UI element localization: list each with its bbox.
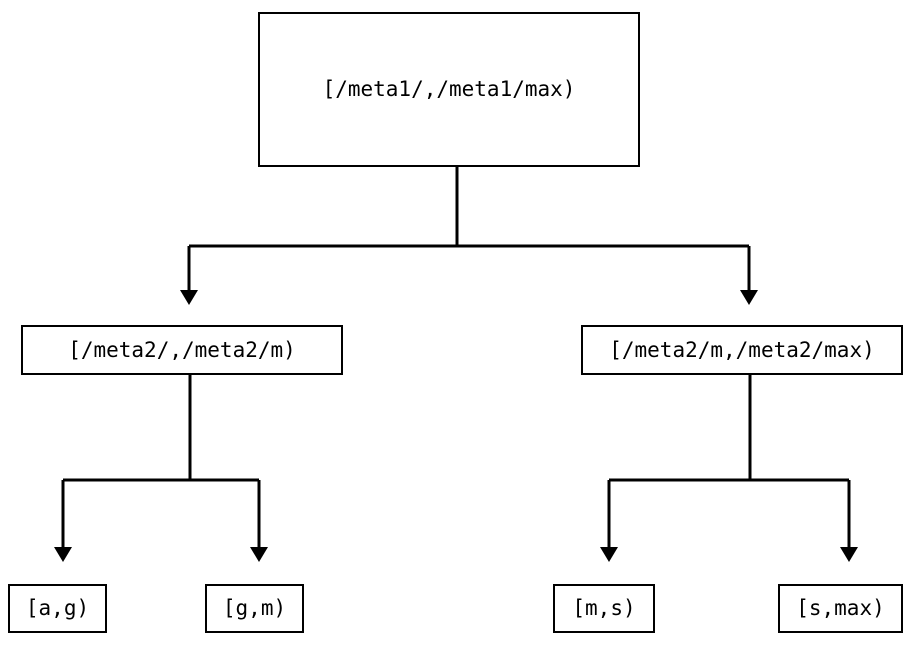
node-leaf-m-s-label: [m,s) — [572, 596, 636, 620]
node-leaf-s-max-label: [s,max) — [796, 596, 885, 620]
edge-mid-right-to-leaves — [600, 375, 858, 562]
arrow-head-leaf-g-m — [250, 547, 268, 562]
arrow-head-leaf-s-max — [840, 547, 858, 562]
node-leaf-a-g[interactable]: [a,g) — [8, 584, 107, 633]
node-root[interactable]: [/meta1/,/meta1/max) — [258, 12, 640, 167]
arrow-head-leaf-m-s — [600, 547, 618, 562]
node-leaf-s-max[interactable]: [s,max) — [778, 584, 903, 633]
node-root-label: [/meta1/,/meta1/max) — [322, 77, 576, 101]
node-mid-right-label: [/meta2/m,/meta2/max) — [609, 337, 875, 362]
node-leaf-a-g-label: [a,g) — [25, 596, 90, 620]
edge-root-to-mid — [180, 167, 758, 305]
node-mid-left[interactable]: [/meta2/,/meta2/m) — [21, 325, 343, 375]
node-mid-left-label: [/meta2/,/meta2/m) — [68, 337, 296, 362]
arrow-head-mid-left — [180, 290, 198, 305]
node-leaf-m-s[interactable]: [m,s) — [553, 584, 655, 633]
node-mid-right[interactable]: [/meta2/m,/meta2/max) — [581, 325, 903, 375]
arrow-head-mid-right — [740, 290, 758, 305]
edge-mid-left-to-leaves — [54, 375, 268, 562]
arrow-head-leaf-a-g — [54, 547, 72, 562]
node-leaf-g-m-label: [g,m) — [222, 596, 287, 620]
node-leaf-g-m[interactable]: [g,m) — [205, 584, 304, 633]
